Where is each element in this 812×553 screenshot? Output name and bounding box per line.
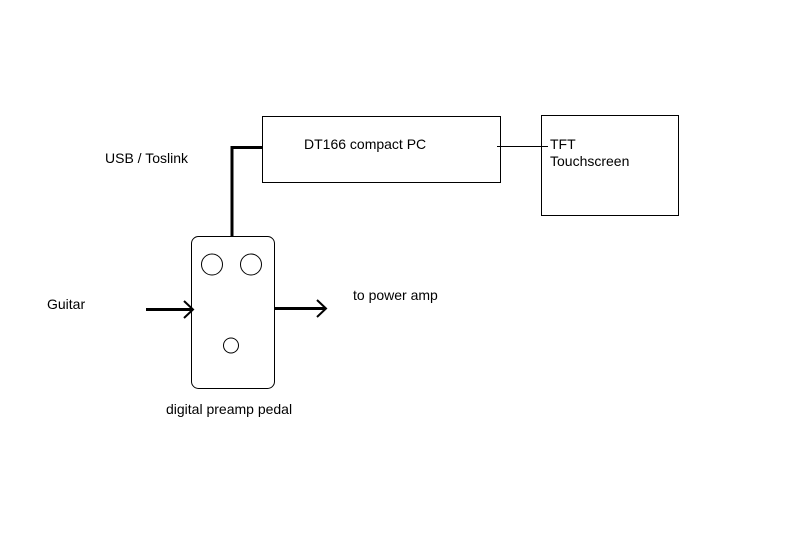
pedal-knob-right bbox=[240, 253, 262, 276]
pc-label: DT166 compact PC bbox=[304, 136, 427, 152]
usb-toslink-label: USB / Toslink bbox=[105, 150, 188, 166]
pedal-label: digital preamp pedal bbox=[166, 401, 293, 417]
tft-label-line1: TFT bbox=[550, 136, 576, 152]
tft-label-line2: Touchscreen bbox=[550, 153, 630, 169]
guitar-label: Guitar bbox=[47, 296, 86, 312]
pedal-footswitch bbox=[223, 337, 239, 354]
usb-toslink-connector bbox=[230, 146, 263, 236]
pedal-body bbox=[191, 236, 275, 389]
tft-box bbox=[541, 115, 679, 216]
pedal-knob-left bbox=[201, 253, 223, 276]
power-amp-label: to power amp bbox=[353, 287, 438, 303]
tft-label: TFT Touchscreen bbox=[550, 136, 629, 170]
guitar-input-arrow bbox=[146, 300, 195, 319]
pc-box bbox=[262, 116, 501, 183]
power-amp-output-arrow bbox=[275, 299, 328, 318]
